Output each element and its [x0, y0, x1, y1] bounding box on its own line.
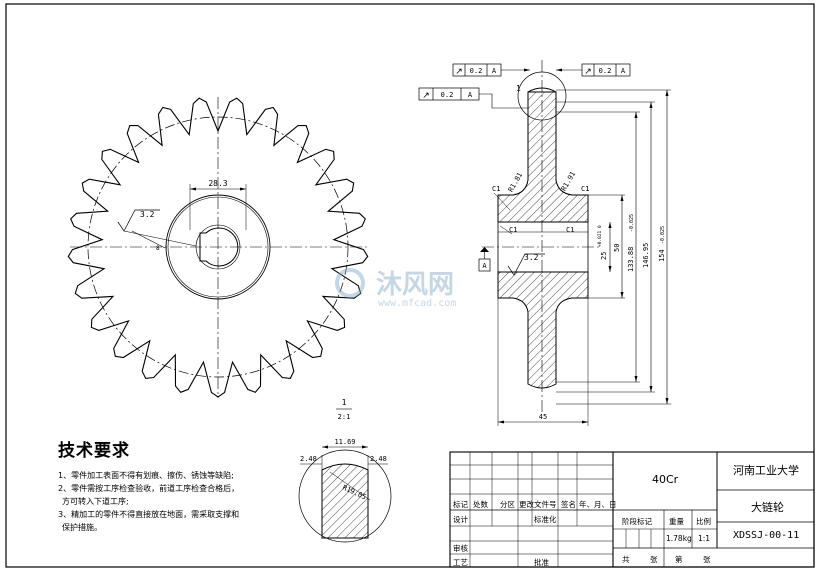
- bore-roughness-value: 3.2: [524, 253, 539, 262]
- bore-circle: [195, 224, 241, 270]
- material: 40Cr: [652, 473, 679, 486]
- runout-datum-3: A: [468, 91, 473, 99]
- root-tol: -0.025: [629, 214, 635, 232]
- row-process: 工艺: [453, 558, 468, 567]
- roughness-symbol: [117, 209, 160, 232]
- arrow: [190, 187, 196, 191]
- row-standardize: 标准化: [534, 515, 557, 524]
- part-name: 大链轮: [751, 501, 784, 514]
- runout-value-1: 0.2: [470, 67, 483, 75]
- tip-dim: 154: [658, 249, 666, 262]
- fillet-left-label: R1.81: [507, 171, 524, 193]
- sprocket-front-view: 28.3 3.2 8: [67, 97, 370, 398]
- runout-datum-1: A: [492, 67, 497, 75]
- technical-requirements: 技术要求 1、零件加工表面不得有划痕、擦伤、锈蚀等缺陷; 2、零件需按工序检查验…: [58, 436, 258, 534]
- key-label: 8: [156, 245, 160, 252]
- scale-label: 比例: [696, 517, 711, 526]
- drawing-number: XDSSJ-00-11: [733, 530, 800, 541]
- watermark-brand: 沐风网: [376, 270, 454, 300]
- watermark-logo-icon: [335, 268, 365, 298]
- runout-icon: ↗: [584, 67, 592, 77]
- bore-with-keyway: [199, 227, 239, 267]
- diameter-dimensions: 25 +0.021 0 50 133.88 -0.025 146.95: [556, 89, 671, 405]
- detail-callout-label: 1: [516, 84, 521, 93]
- total-label: 共: [622, 555, 630, 564]
- bore-tol: +0.021 0: [597, 225, 603, 247]
- datum-triangle: [480, 247, 489, 252]
- requirement-item: 1、零件加工表面不得有划痕、擦伤、锈蚀等缺陷;: [58, 471, 234, 480]
- watermark: 沐风网 www.mfcad.com: [335, 268, 456, 309]
- detail-view: 1 2:1 11.69 2.48 2.48 R19.05: [298, 398, 392, 543]
- runout-value-3: 0.2: [441, 91, 454, 99]
- detail-label: 1: [342, 398, 347, 407]
- runout-icon: ↗: [422, 91, 430, 101]
- pitch-dim: 146.95: [642, 243, 650, 268]
- scale-value: 1:1: [698, 534, 711, 543]
- root-dim: 133.88: [627, 247, 635, 272]
- hub-circle-inner: [167, 196, 269, 298]
- weight-label: 重量: [669, 517, 684, 526]
- detail-callout-circle: [517, 71, 567, 121]
- section-hatch-upper: [497, 91, 589, 223]
- fillet-right-label: R1.91: [560, 170, 577, 192]
- runout-frame-2: ↗ 0.2 A: [556, 63, 631, 77]
- row-review: 审核: [453, 544, 468, 553]
- sheet-label: 张: [650, 555, 658, 564]
- drawing-frame: [5, 3, 815, 568]
- section-hatch-lower: [497, 271, 589, 389]
- col-date: 年、月、日: [579, 500, 617, 509]
- detail-boundary: [298, 449, 392, 543]
- col-zone: 分区: [500, 500, 515, 509]
- roughness-value: 3.2: [140, 210, 155, 219]
- sprocket-section-view: 1 ↗ 0.2 A ↗ 0.2 A ↗ 0.2: [418, 60, 671, 426]
- col-sign: 签名: [561, 500, 576, 509]
- requirement-item: 3、精加工的零件不得直接放在地面，需采取支撑和: [58, 510, 240, 519]
- chamfer-label-c: C1: [509, 226, 517, 234]
- tip-tol: -0.025: [660, 226, 666, 244]
- row-design: 设计: [453, 515, 468, 524]
- col-change-doc: 更改文件号: [519, 500, 557, 509]
- chamfer-label-b: C1: [581, 185, 589, 193]
- col-count: 处数: [473, 500, 488, 509]
- bore-roughness-symbol: [507, 253, 545, 276]
- detail-right-chamfer: 2.48: [370, 455, 387, 463]
- chamfer-label-a: C1: [492, 185, 500, 193]
- watermark-url: www.mfcad.com: [378, 298, 456, 309]
- organization: 河南工业大学: [733, 464, 799, 477]
- bore-dim: 25: [600, 252, 608, 260]
- hub-dim: 50: [613, 244, 621, 252]
- key-leader: [131, 230, 166, 249]
- datum-label: A: [482, 262, 487, 270]
- runout-datum-2: A: [621, 67, 626, 75]
- stage-mark: 阶段标记: [622, 517, 652, 526]
- detail-left-chamfer: 2.48: [300, 455, 317, 463]
- page-label: 第: [675, 555, 683, 564]
- hub-circle-outer: [165, 194, 271, 300]
- runout-frame-1: ↗ 0.2 A: [452, 63, 530, 77]
- requirement-item: 保护措施。: [62, 523, 102, 532]
- detail-width: 11.69: [334, 438, 355, 446]
- requirement-item: 2、零件需按工序检查验收，前道工序检查合格后，: [58, 484, 240, 493]
- weight-value: 1.78kg: [666, 534, 692, 543]
- detail-scale: 2:1: [338, 413, 351, 421]
- roughness-leader: [123, 230, 197, 247]
- chamfer-label-d: C1: [566, 226, 574, 234]
- title-block: [449, 451, 815, 568]
- runout-icon: ↗: [455, 67, 463, 77]
- detail-tooth-section: [321, 463, 369, 539]
- row-approve: 批准: [534, 558, 549, 567]
- requirement-item: 方可转入下道工序;: [62, 497, 129, 506]
- runout-value-2: 0.2: [599, 67, 612, 75]
- arrow: [240, 187, 246, 191]
- keyway-width-text: 28.3: [208, 179, 227, 188]
- runout-frame-3: ↗ 0.2 A: [418, 87, 528, 109]
- width-dim: 45: [539, 413, 547, 421]
- technical-requirements-title: 技术要求: [58, 441, 130, 461]
- col-mark: 标记: [453, 500, 468, 509]
- page-sheet-label: 张: [703, 555, 711, 564]
